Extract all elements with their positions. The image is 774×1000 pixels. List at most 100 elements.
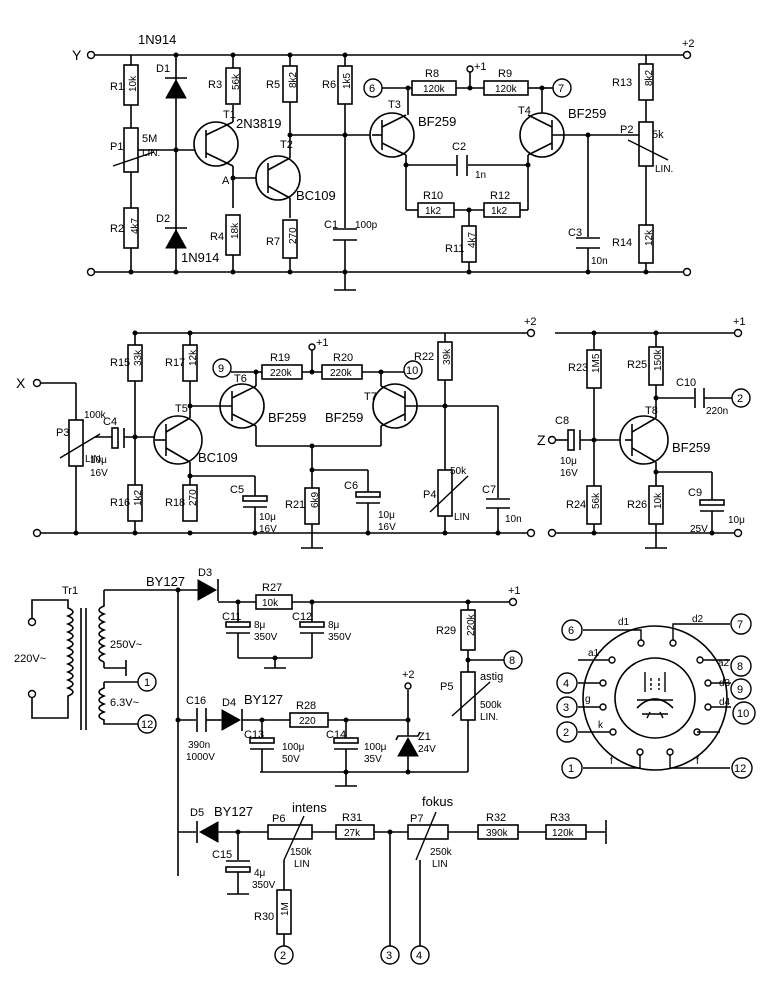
C10-label: C10 — [676, 377, 696, 389]
R22-value: 39k — [442, 348, 453, 365]
T2-label: T2 — [280, 139, 293, 151]
C1-value: 100p — [355, 220, 378, 231]
T8-label: T8 — [645, 405, 658, 417]
tube-pin-7 — [730, 613, 752, 635]
svg-text:6: 6 — [369, 83, 375, 95]
R32-label: R32 — [486, 812, 506, 824]
R1-label: R1 — [110, 81, 124, 93]
tube-pin-3 — [556, 696, 578, 718]
C4-volt: 16V — [90, 468, 108, 479]
C13-value: 100μ — [282, 742, 305, 753]
T3-transistor — [369, 112, 415, 158]
svg-text:10: 10 — [406, 365, 418, 377]
svg-text:2: 2 — [737, 393, 743, 405]
R13-resistor — [638, 63, 654, 101]
R10-value: 1k2 — [425, 206, 442, 217]
Tr1-primary — [31, 599, 74, 719]
C8-volt: 16V — [560, 468, 578, 479]
R9-value: 120k — [495, 84, 518, 95]
T5-label: T5 — [175, 403, 188, 415]
C15-value: 4μ — [254, 868, 266, 879]
C15-volt: 350V — [252, 880, 276, 891]
C4-value: 10μ — [90, 455, 107, 466]
C11-value: 8μ — [254, 620, 266, 631]
tube-pin-8 — [730, 655, 752, 677]
C14-label: C14 — [326, 729, 346, 741]
plus1-node-2: +1 — [316, 337, 329, 349]
P5-value: 500k — [480, 700, 503, 711]
R30-label: R30 — [254, 911, 274, 923]
y-input-label: Y — [72, 47, 82, 63]
tube-label-k: k — [598, 720, 604, 731]
svg-text:9: 9 — [218, 363, 224, 375]
C6-label: C6 — [344, 480, 358, 492]
svg-text:4: 4 — [416, 950, 422, 962]
C5-label: C5 — [230, 484, 244, 496]
D3-diode — [197, 579, 218, 601]
T6-type: BF259 — [268, 410, 306, 425]
R24-value: 56k — [591, 492, 602, 509]
R21-label: R21 — [285, 499, 305, 511]
lv-label: 6.3V~ — [110, 697, 139, 709]
plus1-node: +1 — [474, 61, 487, 73]
R10-label: R10 — [423, 190, 443, 202]
connector-12-ps — [137, 714, 157, 734]
R33-label: R33 — [550, 812, 570, 824]
y-input-terminal — [86, 50, 96, 60]
R5-value: 8k2 — [288, 71, 299, 88]
D2-diode — [165, 228, 187, 249]
C5-value: 10μ — [259, 512, 276, 523]
P1-potentiometer — [123, 127, 139, 173]
svg-text:7: 7 — [558, 83, 564, 95]
R22-label: R22 — [414, 351, 434, 363]
node-a: A — [222, 175, 230, 187]
C6-value: 10μ — [378, 510, 395, 521]
Tr1-hv-winding — [98, 600, 107, 663]
C14-volt: 35V — [364, 754, 382, 765]
R25-value: 150k — [653, 348, 664, 371]
C16-label: C16 — [186, 695, 206, 707]
R2-resistor — [123, 207, 139, 249]
svg-text:1: 1 — [144, 677, 150, 689]
P7-value: 250k — [430, 847, 453, 858]
R3-resistor — [225, 67, 241, 105]
P6-lin: LIN — [294, 859, 310, 870]
plus1-rail-label: +1 — [733, 316, 746, 328]
D2-type: 1N914 — [181, 250, 219, 265]
P2-potentiometer — [638, 121, 654, 167]
C13-volt: 50V — [282, 754, 300, 765]
P6-name: intens — [292, 800, 327, 815]
y-amplifier-section: Y +2 R1 10k P1 5M LIN. R2 4k7 D1 1N914 D… — [72, 32, 695, 291]
z-input-label: Z — [537, 432, 546, 448]
z-input-terminal — [547, 435, 557, 445]
D5-label: D5 — [190, 807, 204, 819]
svg-text:3: 3 — [386, 950, 392, 962]
tube-pin-4 — [556, 672, 578, 694]
C9-volt: 25V — [690, 524, 708, 535]
tube-label-f2: f — [696, 756, 699, 767]
connector-9 — [212, 358, 232, 378]
C5-volt: 16V — [259, 524, 277, 535]
tube-label-d4: d4 — [719, 697, 731, 708]
R16-label: R16 — [110, 497, 130, 509]
tube-label-f1: f — [610, 756, 613, 767]
R5-label: R5 — [266, 79, 280, 91]
T3-label: T3 — [388, 99, 401, 111]
svg-text:9: 9 — [737, 684, 743, 696]
T4-label: T4 — [518, 105, 531, 117]
C2-label: C2 — [452, 141, 466, 153]
C11-volt: 350V — [254, 632, 278, 643]
D4-label: D4 — [222, 697, 236, 709]
R6-value: 1k5 — [342, 72, 353, 89]
P3-potentiometer — [68, 419, 84, 467]
T6-label: T6 — [234, 373, 247, 385]
R24-label: R24 — [566, 499, 586, 511]
P1-label: P1 — [110, 141, 123, 153]
T1-type: 2N3819 — [236, 116, 282, 131]
C14-capacitor — [333, 737, 359, 744]
T1-label: T1 — [223, 109, 236, 121]
D1-label: D1 — [156, 63, 170, 75]
Z1-value: 24V — [418, 744, 436, 755]
Z1-zener — [397, 736, 419, 757]
R32-value: 390k — [486, 828, 509, 839]
